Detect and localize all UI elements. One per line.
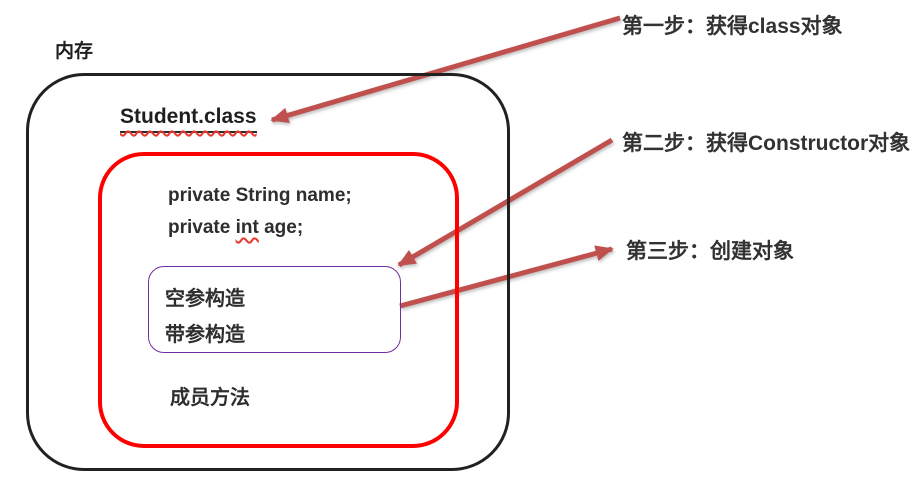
constructor-box (148, 266, 401, 353)
field-age-prefix: private (168, 217, 236, 238)
member-method-label: 成员方法 (170, 387, 250, 409)
class-title-text: Student.class (120, 105, 257, 128)
step-2-label: 第二步：获得Constructor对象 (622, 132, 911, 155)
field-age: private int age; (168, 217, 303, 239)
field-name: private String name; (168, 185, 352, 206)
field-age-suffix: age; (258, 217, 304, 238)
class-box (98, 152, 459, 448)
step-3-label: 第三步：创建对象 (626, 240, 794, 263)
memory-box (26, 73, 510, 471)
class-title: Student.class (120, 105, 257, 133)
constructor-with-arg: 带参构造 (165, 324, 245, 346)
field-age-int: int (235, 217, 259, 238)
memory-label: 内存 (55, 41, 94, 62)
constructor-no-arg: 空参构造 (165, 288, 245, 310)
step-1-label: 第一步：获得class对象 (622, 15, 843, 38)
